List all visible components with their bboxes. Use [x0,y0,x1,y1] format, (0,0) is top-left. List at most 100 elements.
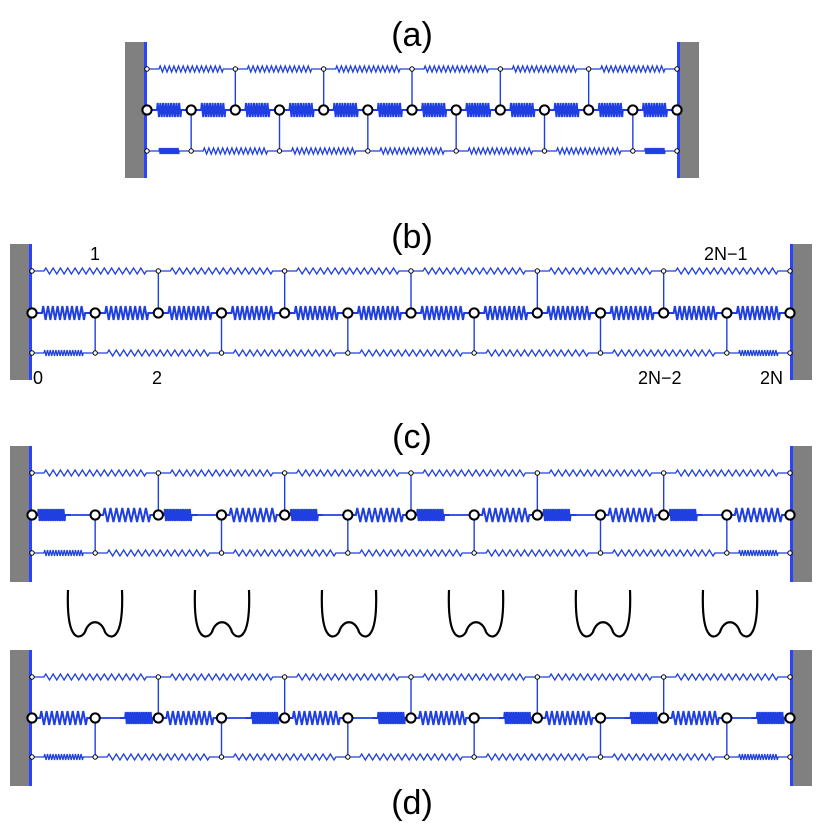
rail-node [218,754,225,760]
chain-mass [721,712,733,724]
chain-spring [347,507,411,523]
rail-node [155,470,162,476]
rail-node [471,350,477,356]
rail-node [471,754,477,760]
upper-spring [284,468,411,478]
double-well-potential [193,589,251,638]
rail-node [281,674,288,680]
node-label-2: 2 [152,368,162,388]
chain-mass [152,307,164,319]
chain-spring [411,508,451,522]
upper-spring [412,64,501,74]
lower-spring [147,147,192,155]
chain-mass [215,307,228,319]
upper-spring [537,266,664,276]
double-well-potential [66,589,124,638]
rail-node [345,350,351,356]
chain-spring [158,508,198,522]
lower-spring [367,146,457,156]
chain-spring [498,711,538,725]
chain-mass [215,712,228,724]
rail-node [724,550,730,556]
chain-spring [32,710,96,726]
chain-mass [658,712,670,724]
lower-spring [221,348,348,358]
rail-node [409,66,415,72]
upper-spring [147,64,236,74]
left-wall [125,42,147,178]
panel-b: (b) 1 2N−1 0 2 2N−2 2N [10,218,812,388]
chain-spring [32,305,96,321]
node-label-1: 1 [90,244,100,264]
rail-node [787,550,793,556]
rail-node [724,754,730,760]
chain-spring [750,711,790,725]
chain-spring [284,305,348,321]
right-wall [790,650,812,786]
chain-spring [158,305,222,321]
right-wall [677,42,699,178]
rail-node [92,754,98,760]
chain-spring [474,305,538,321]
chain-mass [658,509,670,521]
chain-mass [594,712,607,724]
node-label-2n: 2N [760,368,783,388]
double-well-potential [701,589,759,638]
rail-node [534,674,541,680]
lower-spring [632,147,677,155]
chain-mass [279,509,291,521]
lower-spring [221,548,348,558]
chain-spring [544,102,589,118]
rail-node [365,148,371,154]
rail-node [471,550,477,556]
rail-node [188,148,194,154]
lower-spring [474,752,601,762]
chain-spring [235,102,280,118]
panel-b-label: (b) [391,218,433,256]
rail-node [674,148,680,154]
upper-spring [158,468,285,478]
chain-mass [342,712,354,724]
lower-spring [347,548,475,558]
rail-node [218,550,225,556]
chain-spring [147,102,192,118]
rail-node [724,350,730,356]
upper-spring [284,672,411,682]
lower-spring [456,146,545,156]
rail-node [345,754,351,760]
chain-spring [371,711,411,725]
chain-spring [221,507,285,523]
chain-spring [245,711,285,725]
upper-spring [158,672,285,682]
rail-node [541,148,548,154]
chain-mass [721,509,733,521]
chain-spring [95,507,159,523]
chain-spring [663,508,703,522]
chain-spring [537,710,601,726]
lower-spring [347,752,475,762]
rail-node [660,470,667,476]
lower-spring [32,349,96,357]
rail-node [408,674,414,680]
rail-node [281,268,288,274]
chain-spring [588,102,633,118]
chain-mass [405,307,417,319]
chain-spring [624,711,664,725]
upper-spring [663,468,790,478]
lower-spring [726,753,790,761]
chain-mass [583,104,595,116]
chain-mass [279,712,291,724]
chain-mass [406,104,418,116]
rail-node [281,470,288,476]
chain-spring [32,508,72,522]
chain-spring [279,102,324,118]
chain-spring [284,508,324,522]
lower-spring [279,146,368,156]
chain-mass [450,104,462,116]
chain-spring [191,102,236,118]
rail-node [497,66,504,72]
lower-spring [191,146,280,156]
rail-node [787,674,793,680]
chain-mass [279,307,291,319]
panel-d: (d) [10,650,812,822]
